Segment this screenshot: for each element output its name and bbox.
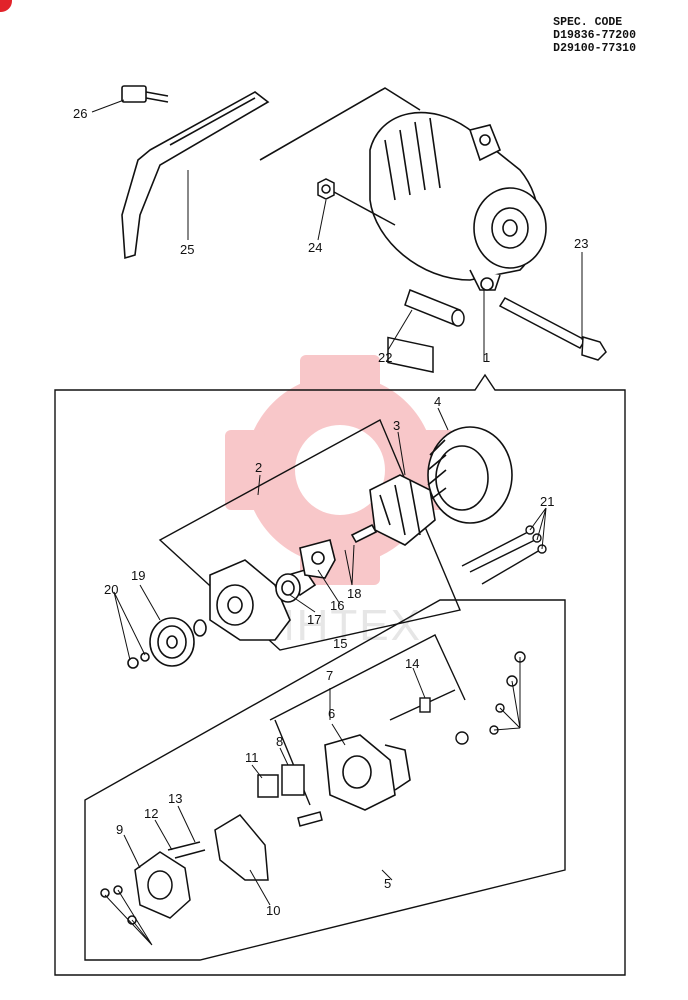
rotor-3 <box>350 474 436 546</box>
rectifier-10 <box>167 814 269 881</box>
spec-code-2: D29100-77310 <box>553 42 636 55</box>
callout-26: 26 <box>73 106 87 121</box>
callout-20: 20 <box>104 582 118 597</box>
callout-9: 9 <box>116 822 123 837</box>
rear-housing-6 <box>324 734 411 811</box>
spacer-22 <box>387 289 465 373</box>
callout-21: 21 <box>540 494 554 509</box>
callout-22: 22 <box>378 350 392 365</box>
callout-16: 16 <box>330 598 344 613</box>
callout-17: 17 <box>307 612 321 627</box>
callout-6: 6 <box>328 706 335 721</box>
brush-holder-8 <box>257 764 323 827</box>
callout-10: 10 <box>266 903 280 918</box>
callout-labels: 1 2 3 4 5 6 7 8 9 10 11 12 13 14 15 16 1… <box>73 106 588 918</box>
callout-8: 8 <box>276 734 283 749</box>
callout-5: 5 <box>384 876 391 891</box>
callout-14: 14 <box>405 656 419 671</box>
spec-code-block: SPEC. CODE D19836-77200 D29100-77310 <box>553 16 636 55</box>
leader-lines <box>91 99 583 946</box>
stator-4 <box>427 426 513 524</box>
pulley-19 <box>127 617 207 669</box>
callout-3: 3 <box>393 418 400 433</box>
callout-1: 1 <box>483 350 490 365</box>
callout-19: 19 <box>131 568 145 583</box>
callout-12: 12 <box>144 806 158 821</box>
front-housing <box>209 539 336 641</box>
callout-24: 24 <box>308 240 322 255</box>
spec-code-title: SPEC. CODE <box>553 16 623 29</box>
bolts-21 <box>461 525 547 585</box>
callout-7: 7 <box>326 668 333 683</box>
callout-23: 23 <box>574 236 588 251</box>
terminal-14 <box>389 651 526 745</box>
callout-13: 13 <box>168 791 182 806</box>
callout-18: 18 <box>347 586 361 601</box>
nut-24 <box>317 178 396 226</box>
callout-25: 25 <box>180 242 194 257</box>
alternator-body <box>369 111 547 291</box>
callout-15: 15 <box>333 636 347 651</box>
spec-code-1: D19836-77200 <box>553 29 636 42</box>
bracket-assembly <box>121 85 421 260</box>
callout-4: 4 <box>434 394 441 409</box>
fan-9 <box>100 851 191 925</box>
callout-11: 11 <box>245 750 259 765</box>
bolt-23 <box>498 297 607 361</box>
callout-2: 2 <box>255 460 262 475</box>
